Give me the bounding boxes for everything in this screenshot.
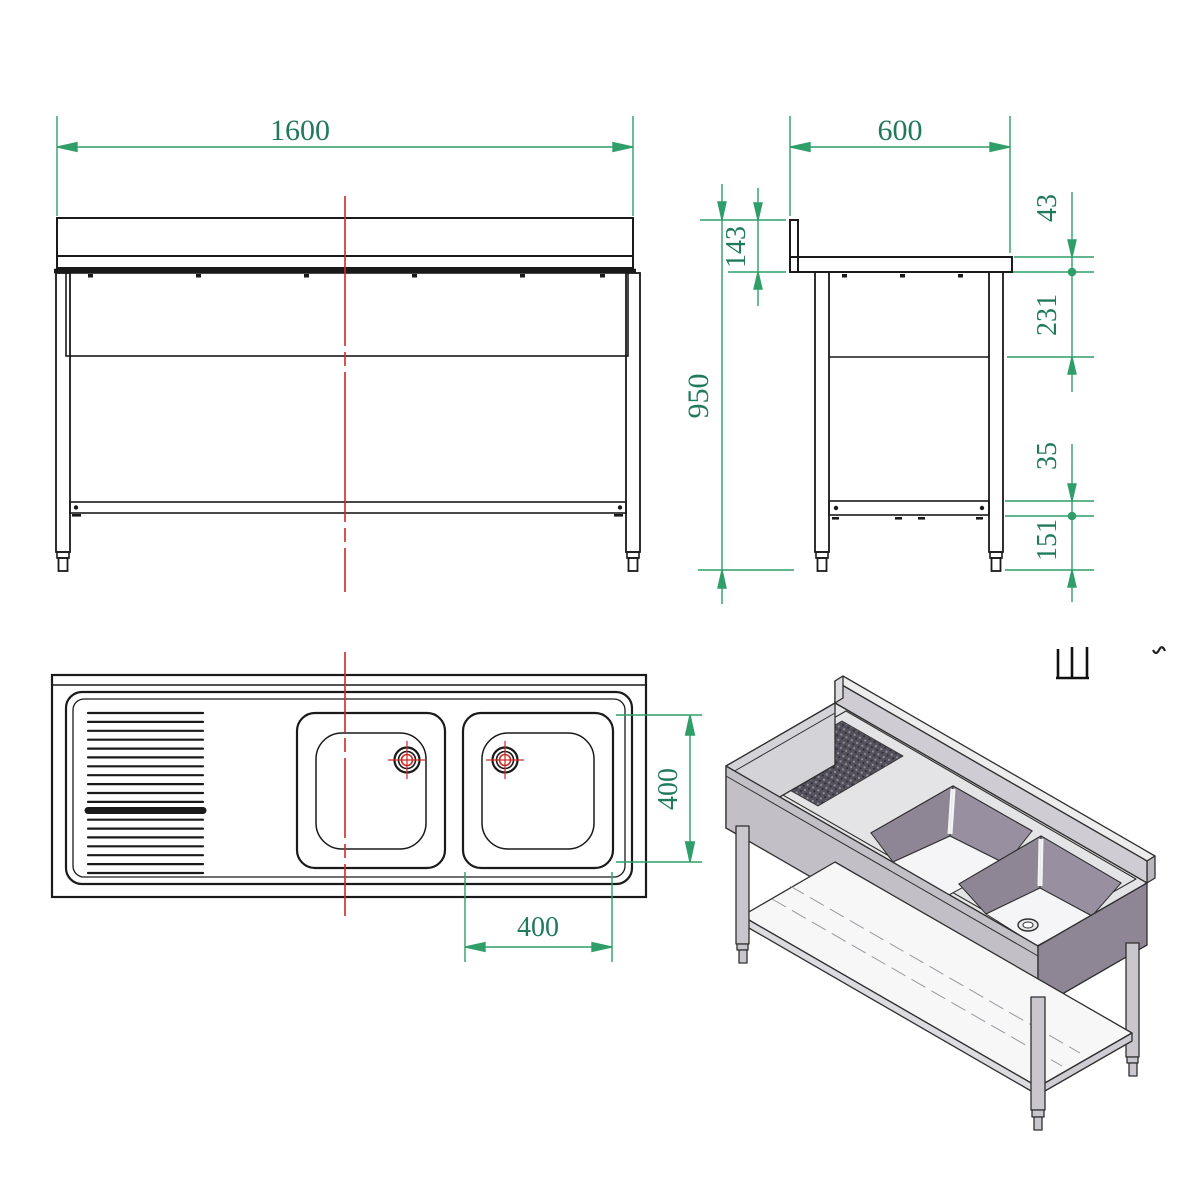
small-print-artifact bbox=[1152, 646, 1167, 655]
side-left-foot-collar bbox=[815, 551, 829, 559]
front-width-dimension bbox=[56, 116, 634, 216]
front-width-dim-label: 1600 bbox=[270, 114, 330, 147]
side-counter bbox=[789, 256, 1013, 273]
side-shelf-edge-dim-label: 35 bbox=[1032, 442, 1063, 470]
side-right-foot-collar bbox=[989, 551, 1003, 559]
side-edge-dim-label: 43 bbox=[1032, 194, 1063, 222]
side-right-dimension-chain bbox=[1005, 192, 1094, 602]
plan-bowl-width-label: 400 bbox=[517, 912, 559, 943]
side-left-leg bbox=[814, 271, 830, 553]
front-elevation-view: 1600 bbox=[54, 114, 641, 592]
iso-front-right-leg bbox=[1030, 996, 1046, 1131]
side-depth-dim-label: 600 bbox=[878, 114, 923, 147]
iso-backsplash-end bbox=[1146, 855, 1156, 884]
front-shelf-rail bbox=[69, 501, 627, 514]
u-channel-section-mark bbox=[1056, 647, 1089, 680]
plan-rim-outer bbox=[64, 690, 634, 886]
front-left-foot-collar bbox=[56, 551, 70, 559]
iso-backsplash-left-cap bbox=[834, 675, 844, 704]
plan-bowl-right-bottom bbox=[481, 732, 595, 850]
side-height-dimension bbox=[698, 184, 794, 604]
isometric-view bbox=[725, 675, 1156, 1131]
plan-bowl-left-bottom bbox=[315, 732, 427, 850]
iso-back-right-leg bbox=[1125, 942, 1140, 1077]
plan-bowl-right bbox=[461, 711, 615, 870]
plan-bowl-depth-label: 400 bbox=[653, 768, 684, 810]
plan-view: 400 400 bbox=[50, 652, 702, 962]
front-fastener-dots bbox=[72, 274, 623, 517]
plan-drainboard-ribs bbox=[86, 711, 205, 875]
front-left-foot bbox=[57, 557, 69, 572]
side-backsplash-dim-label: 143 bbox=[721, 226, 752, 268]
front-body-apron bbox=[65, 272, 629, 357]
plan-bowl-width-dimension bbox=[464, 872, 613, 962]
side-left-foot bbox=[816, 557, 828, 572]
iso-drain-inner bbox=[1022, 921, 1034, 929]
arrow-left bbox=[56, 141, 78, 153]
plan-bowl-depth-dimension bbox=[616, 714, 702, 863]
side-elevation-view: 600 950 143 bbox=[682, 114, 1094, 604]
front-right-foot bbox=[627, 557, 639, 572]
front-left-leg bbox=[55, 272, 71, 553]
arrow-right bbox=[612, 141, 634, 153]
side-shelf-floor-dim-label: 151 bbox=[1032, 519, 1063, 561]
plan-bowl-left bbox=[295, 711, 447, 870]
side-shelf bbox=[828, 500, 990, 516]
plan-outer-edge bbox=[50, 673, 648, 899]
side-backsplash bbox=[789, 219, 799, 273]
plan-drain-center-marks bbox=[388, 741, 524, 779]
side-right-foot bbox=[990, 557, 1002, 572]
side-backsplash-dimension bbox=[728, 188, 786, 306]
iso-bowl-right bbox=[958, 835, 1122, 947]
side-fastener-dots bbox=[832, 274, 985, 520]
side-depth-dimension bbox=[789, 116, 1011, 253]
side-right-leg bbox=[988, 271, 1004, 553]
side-body-dim-label: 231 bbox=[1032, 294, 1063, 336]
iso-front-left-leg bbox=[735, 825, 750, 964]
iso-bowl-left bbox=[870, 785, 1033, 897]
plan-rim-inner bbox=[72, 698, 626, 878]
front-right-foot-collar bbox=[626, 551, 640, 559]
side-height-dim-label: 950 bbox=[682, 374, 715, 419]
